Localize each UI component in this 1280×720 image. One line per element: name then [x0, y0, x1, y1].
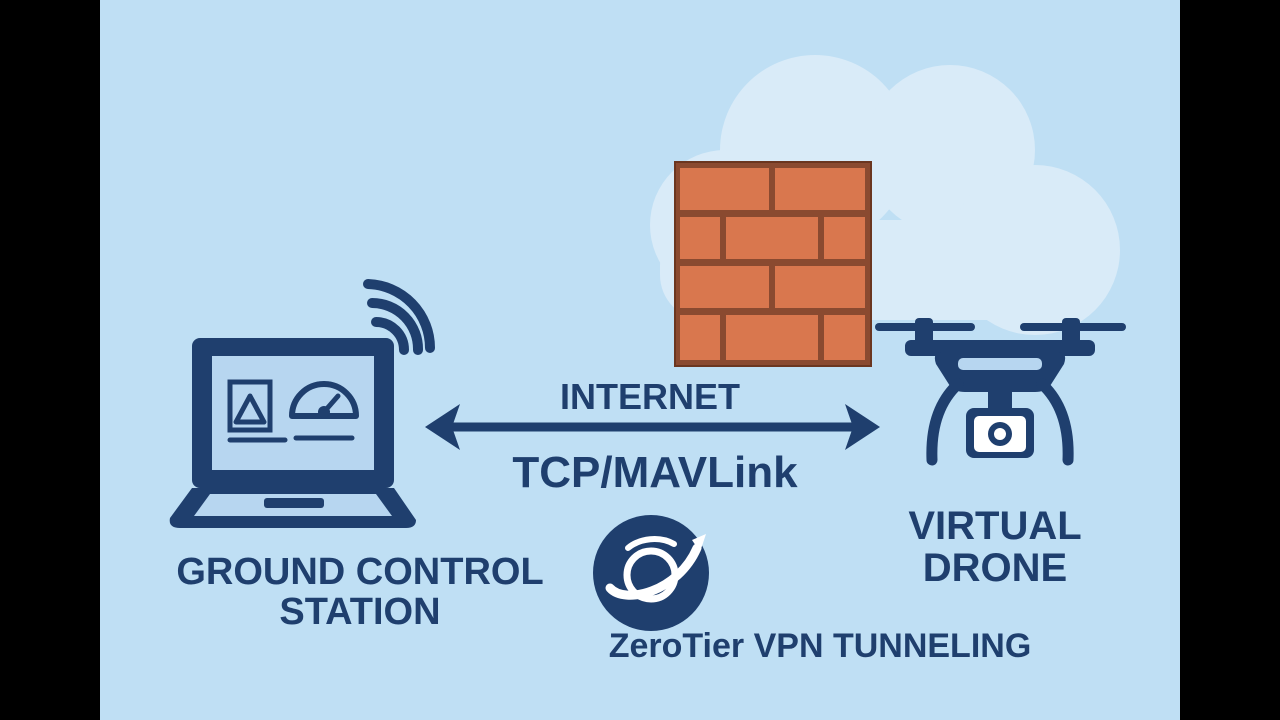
vpn-tunneling-label: ZeroTier VPN TUNNELING [608, 627, 1032, 665]
drone-icon [875, 318, 1126, 466]
ground-control-station-label: GROUND CONTROL STATION [140, 551, 580, 633]
gcs-label-line1: GROUND CONTROL [176, 551, 544, 593]
gcs-label-line2: STATION [279, 590, 441, 633]
gauge-icon [289, 381, 359, 441]
network-diagram [169, 55, 1126, 631]
drone-label-line2: DRONE [922, 546, 1068, 590]
diagram-canvas: INTERNET TCP/MAVLink GROUND CONTROL STAT… [100, 0, 1180, 720]
drone-label-line1: VIRTUAL [908, 504, 1082, 548]
laptop-icon [169, 338, 416, 528]
wifi-signal-icon [363, 279, 435, 355]
double-arrow [425, 404, 880, 450]
warning-triangle-icon [227, 379, 288, 443]
camera-icon [966, 408, 1034, 458]
internet-label: INTERNET [560, 376, 740, 417]
firewall-brick-wall-icon [674, 161, 872, 367]
zerotier-logo-icon [593, 515, 709, 631]
protocol-label: TCP/MAVLink [512, 448, 798, 497]
virtual-drone-label: VIRTUAL DRONE [870, 505, 1120, 589]
